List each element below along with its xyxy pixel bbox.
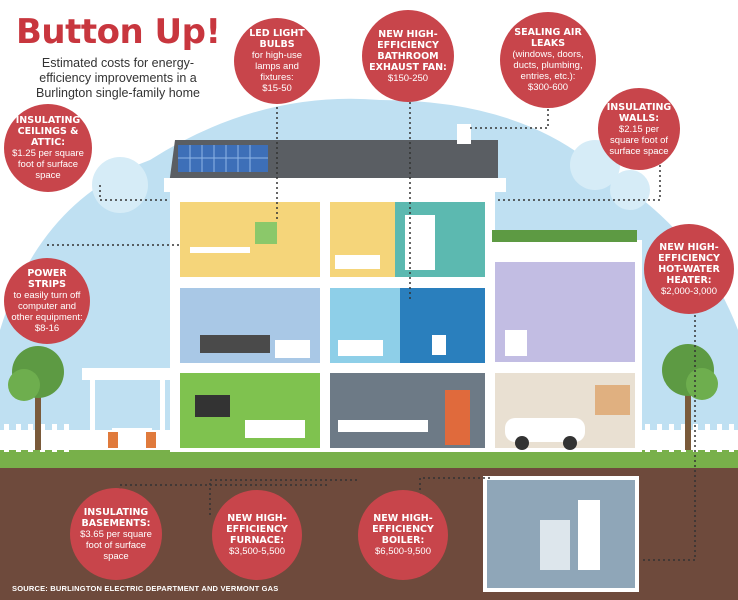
bathtub	[338, 340, 383, 356]
tree-right	[662, 344, 718, 450]
roof-garden	[492, 230, 637, 242]
solar-panel	[178, 145, 268, 172]
page-title: Button Up!	[16, 12, 221, 52]
bubble-hot-water-heater: New high-efficiency hot-water heater: $2…	[644, 224, 734, 314]
roof-trim	[164, 178, 506, 192]
kitchen-counter	[338, 420, 428, 432]
water-heater	[578, 500, 600, 570]
washer	[505, 330, 527, 356]
bubble-insulating-ceilings: Insulating ceilings & attic: $1.25 per s…	[4, 104, 92, 192]
tree-left	[8, 346, 64, 450]
source-credit: SOURCE: BURLINGTON ELECTRIC DEPARTMENT A…	[12, 584, 279, 593]
bubble-power-strips: Power strips to easily turn off computer…	[4, 258, 90, 344]
bubble-led-bulbs: LED light bulbs for high-use lamps and f…	[234, 18, 320, 104]
window-office	[255, 222, 277, 244]
bed-kids	[335, 255, 380, 269]
toilet	[432, 335, 446, 355]
bubble-exhaust-fan: New high-efficiency bathroom exhaust fan…	[362, 10, 454, 102]
desk	[190, 247, 250, 253]
room-office	[180, 202, 320, 277]
bubble-insulating-walls: Insulating walls: $2.15 per square foot …	[598, 88, 680, 170]
cloud	[92, 157, 148, 213]
dresser	[275, 340, 310, 358]
tv	[195, 395, 230, 417]
grass	[0, 450, 738, 468]
bubble-insulating-basements: Insulating basements: $3.65 per square f…	[70, 488, 162, 580]
cloud	[610, 170, 650, 210]
chimney	[457, 124, 471, 144]
boiler	[540, 520, 570, 570]
fridge	[445, 390, 470, 445]
sofa	[245, 420, 305, 438]
bubble-furnace: New high-efficiency furnace: $3,500-5,50…	[212, 490, 302, 580]
patio-pergola	[82, 368, 174, 450]
pegboard	[595, 385, 630, 415]
bed	[200, 335, 270, 353]
car	[505, 418, 585, 450]
bubble-boiler: New high-efficiency boiler: $6,500-9,500	[358, 490, 448, 580]
page-subtitle: Estimated costs for energy-efficiency im…	[36, 56, 200, 100]
bubble-sealing-leaks: Sealing air leaks (windows, doors, ducts…	[500, 12, 596, 108]
annex-roof	[487, 240, 642, 252]
